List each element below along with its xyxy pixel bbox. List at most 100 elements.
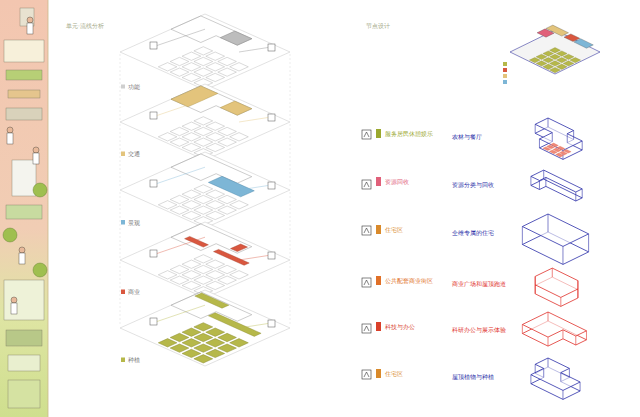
icon-box <box>150 180 157 187</box>
person-head <box>19 247 25 253</box>
grid-cell <box>194 195 213 203</box>
model-cell <box>556 51 567 56</box>
strip-vignette <box>4 40 44 62</box>
section-heading: 单元·流线分析 <box>66 22 104 29</box>
person-body <box>19 253 25 264</box>
grid-cell <box>182 349 201 357</box>
grid-cell <box>194 323 213 331</box>
grid-cell <box>158 339 177 347</box>
grid-cell <box>206 201 225 209</box>
model-cell <box>543 147 551 151</box>
model-edge <box>588 234 589 252</box>
model-cell <box>550 48 561 53</box>
highlight-block <box>195 293 229 308</box>
layer-guide <box>120 192 121 258</box>
layer-guide <box>290 54 291 120</box>
icon-box <box>268 182 275 189</box>
layer-guide <box>290 192 291 258</box>
model-edge <box>586 331 587 340</box>
model-edge <box>548 337 549 346</box>
grid-cell <box>218 138 237 146</box>
leader-line <box>239 186 268 191</box>
strip-vignette <box>8 90 40 98</box>
grid-cell <box>182 260 201 268</box>
strip-vignette <box>6 108 42 120</box>
icon-box <box>268 252 275 259</box>
model-cell <box>570 58 581 63</box>
leader-line <box>157 167 205 183</box>
grid-cell <box>194 206 213 214</box>
row-icon <box>362 278 371 287</box>
model-cell <box>550 67 561 72</box>
side-strip <box>0 0 48 417</box>
model-edge <box>569 368 570 377</box>
section-heading: 节点设计 <box>366 22 390 29</box>
model-outline-top <box>522 312 586 337</box>
grid-cell <box>170 344 189 352</box>
grid-cell <box>170 195 189 203</box>
grid-cell <box>206 339 225 347</box>
grid-cell <box>230 201 249 209</box>
model-key-square <box>503 68 507 72</box>
leader-line <box>239 324 268 329</box>
row-icon <box>362 226 371 235</box>
layer-guide <box>120 262 121 326</box>
building-outline <box>171 154 252 183</box>
grid-cell <box>218 276 237 284</box>
person-body <box>27 23 33 34</box>
model-edge <box>577 281 578 290</box>
model-cell <box>550 61 561 66</box>
model-cell <box>543 58 554 63</box>
layer-key-square <box>121 152 125 156</box>
grid-cell <box>218 206 237 214</box>
model-cell <box>529 58 540 63</box>
icon-box <box>268 320 275 327</box>
icon-box <box>150 42 157 49</box>
grid-cell <box>230 133 249 141</box>
layer-label: 景观 <box>128 219 140 226</box>
model-edge <box>560 373 561 382</box>
layer-key-square <box>121 152 125 156</box>
grid-cell <box>194 57 213 65</box>
model-outline-top <box>535 268 578 297</box>
model-edge <box>552 268 553 277</box>
grid-cell <box>206 211 225 219</box>
model-edge <box>560 297 561 306</box>
grid-cell <box>194 333 213 341</box>
layer-key-square <box>121 220 125 224</box>
layer-key-square <box>121 85 125 89</box>
grid-cell <box>182 339 201 347</box>
model-edge <box>535 124 536 133</box>
model-edge <box>548 214 549 232</box>
function-label: 资源分类与回收 <box>452 181 494 188</box>
building-outline <box>171 16 252 45</box>
model-edge <box>582 189 583 198</box>
floor-plate <box>120 14 290 90</box>
layer-key-square <box>121 290 125 294</box>
model-edge <box>573 131 574 140</box>
grid-cell <box>182 63 201 71</box>
grid-cell <box>218 333 237 341</box>
grid-cell <box>218 195 237 203</box>
model-edge <box>562 390 563 399</box>
grid-cell <box>218 57 237 65</box>
grid-cell <box>206 133 225 141</box>
grid-cell <box>194 344 213 352</box>
grid-cell <box>206 281 225 289</box>
highlight-block <box>208 313 261 337</box>
model-edge <box>552 133 553 142</box>
layer-label: 商业 <box>128 288 140 295</box>
leader-line <box>157 237 205 253</box>
layer-label: 种植 <box>128 356 140 363</box>
model-edge <box>535 285 536 294</box>
highlight-block <box>220 31 252 45</box>
function-label: 屋顶植物与种植 <box>452 373 494 380</box>
grid-cell <box>194 68 213 76</box>
row-icon <box>362 370 371 379</box>
grid-cell <box>182 52 201 60</box>
row-icon-glyph <box>364 372 369 377</box>
grid-cell <box>170 276 189 284</box>
strip-vignette <box>8 380 40 408</box>
model-edge <box>548 118 549 127</box>
floor-plate <box>120 222 290 298</box>
